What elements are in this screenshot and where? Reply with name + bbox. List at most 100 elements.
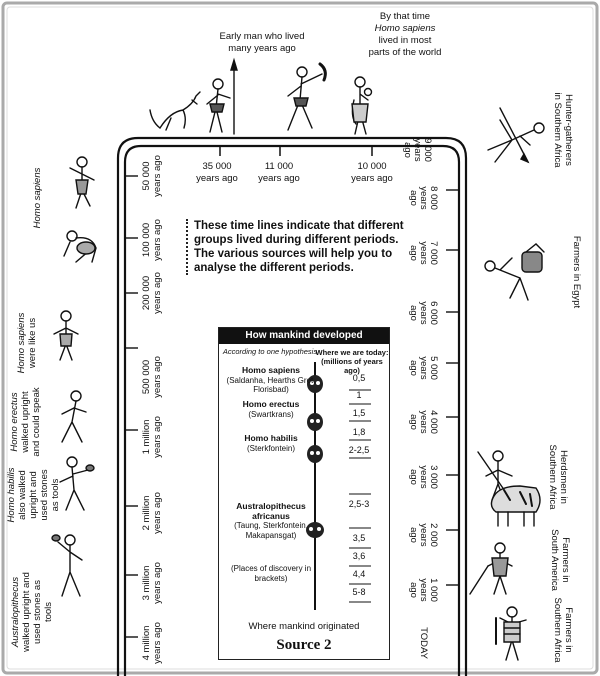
svg-text:Hunter-gatherers: Hunter-gatherers xyxy=(563,94,574,166)
svg-text:Homo sapiens: Homo sapiens xyxy=(16,312,27,373)
southern-africa-farmer-figure xyxy=(495,606,527,661)
left-caption-homo-sapiens-like-us: Homo sapiens were like us xyxy=(16,312,38,373)
homo-sapiens-caption: By that time Homo sapiens lived in most … xyxy=(369,11,442,58)
box-places-note: (Places of discovery in brackets) xyxy=(230,564,312,583)
svg-text:upright and: upright and xyxy=(28,471,39,519)
box-group-places: (Taung, Sterkfontein, Makapansgat) xyxy=(234,521,308,540)
svg-text:walked upright and: walked upright and xyxy=(21,572,32,653)
box-value: 0,5 xyxy=(352,373,366,383)
box-millions: (millions of years ago) xyxy=(321,357,383,375)
svg-text:years: years xyxy=(418,523,429,546)
left-time-label: 3 million years ago xyxy=(141,562,163,604)
left-time-label: 200 000 years ago xyxy=(141,272,163,314)
svg-text:years: years xyxy=(418,410,429,433)
box-group-places: (Saldanha, Hearths Grot, Florisbad) xyxy=(226,375,316,395)
box-value: 5-8 xyxy=(352,587,366,597)
right-time-label: 6 000 years ago xyxy=(408,301,439,325)
svg-text:years ago: years ago xyxy=(152,356,163,398)
box-value: 4,4 xyxy=(352,569,366,579)
inner-border xyxy=(6,6,594,670)
left-caption-homo-habilis: Homo habilis also walked upright and use… xyxy=(6,467,61,522)
svg-text:3 million: 3 million xyxy=(141,566,152,601)
box-value: 3,5 xyxy=(352,533,366,543)
early-man-caption: Early man who lived many years ago xyxy=(219,31,304,54)
svg-text:years: years xyxy=(412,138,423,161)
box-group-name: Homo habilis xyxy=(244,433,298,443)
skull-icon xyxy=(306,522,324,538)
homo-sapiens-caption-line-2: Homo sapiens xyxy=(375,23,436,34)
left-time-label: 1 million years ago xyxy=(141,416,163,458)
svg-text:Southern Africa: Southern Africa xyxy=(547,445,558,511)
svg-text:years ago: years ago xyxy=(152,272,163,314)
svg-text:Homo erectus: Homo erectus xyxy=(9,392,20,451)
spear-man-figure xyxy=(206,57,238,135)
svg-text:years: years xyxy=(418,241,429,264)
right-time-label: 8 000 years ago xyxy=(408,186,439,210)
homo-habilis-figure xyxy=(59,456,95,511)
svg-text:9 000: 9 000 xyxy=(422,138,433,162)
skull-icon xyxy=(307,375,323,393)
svg-text:Australopithecus: Australopithecus xyxy=(10,577,21,648)
svg-text:Farmers in: Farmers in xyxy=(563,607,574,652)
svg-text:ago: ago xyxy=(408,245,419,261)
svg-text:years ago: years ago xyxy=(152,219,163,261)
svg-text:4 000: 4 000 xyxy=(428,410,439,434)
right-time-label: 4 000 years ago xyxy=(408,410,439,434)
right-time-label: 5 000 years ago xyxy=(408,356,439,380)
svg-text:as tools: as tools xyxy=(50,478,61,511)
svg-text:100 000: 100 000 xyxy=(141,223,152,257)
left-caption-homo-sapiens: Homo sapiens xyxy=(32,167,43,228)
svg-text:ago: ago xyxy=(402,142,413,158)
homo-sapiens-top-figure xyxy=(69,156,95,209)
left-caption-australopithecus: Australopithecus walked upright and used… xyxy=(10,572,54,653)
left-time-label: 500 000 years ago xyxy=(141,356,163,398)
svg-text:4 million: 4 million xyxy=(141,626,152,661)
left-time-label: 50 000 years ago xyxy=(141,155,163,197)
svg-text:TODAY: TODAY xyxy=(418,627,429,660)
svg-text:1 million: 1 million xyxy=(141,420,152,455)
top-time-unit: years ago xyxy=(196,173,238,184)
right-time-label: 3 000 years ago xyxy=(408,465,439,489)
box-value: 2-2,5 xyxy=(348,445,370,455)
svg-text:ago: ago xyxy=(408,414,419,430)
svg-text:years ago: years ago xyxy=(152,492,163,534)
svg-text:2 million: 2 million xyxy=(141,496,152,531)
svg-text:Farmers in: Farmers in xyxy=(560,537,571,582)
svg-text:used stones: used stones xyxy=(39,469,50,520)
svg-text:Homo habilis: Homo habilis xyxy=(6,467,17,522)
homo-sapiens-caption-line-3: lived in most xyxy=(379,35,432,46)
svg-text:years ago: years ago xyxy=(152,622,163,664)
svg-text:tools: tools xyxy=(43,602,54,622)
box-group-homo-erectus: Homo erectus (Swartkrans) xyxy=(221,399,321,419)
left-caption-homo-erectus: Homo erectus walked upright and could sp… xyxy=(9,387,42,456)
svg-text:500 000: 500 000 xyxy=(141,360,152,394)
source-label: Source 2 xyxy=(276,637,332,653)
svg-text:ago: ago xyxy=(408,469,419,485)
svg-text:years: years xyxy=(418,356,429,379)
svg-text:years ago: years ago xyxy=(152,416,163,458)
timeline-note: These time lines indicate that different… xyxy=(186,219,409,275)
svg-text:in Southern Africa: in Southern Africa xyxy=(552,93,563,169)
top-time-unit: years ago xyxy=(351,173,393,184)
timeline-frame-inner xyxy=(123,144,461,676)
club-man-figure xyxy=(287,62,327,131)
svg-text:7 000: 7 000 xyxy=(428,241,439,265)
hunter-figure xyxy=(487,107,545,164)
svg-text:ago: ago xyxy=(408,190,419,206)
svg-text:6 000: 6 000 xyxy=(428,301,439,325)
svg-text:Herdsmen in: Herdsmen in xyxy=(558,450,569,504)
right-time-label: 7 000 years ago xyxy=(408,241,439,265)
australopithecus-figure xyxy=(51,534,83,597)
svg-text:ago: ago xyxy=(408,305,419,321)
egypt-farmer-figure xyxy=(484,243,545,301)
svg-text:ago: ago xyxy=(408,582,419,598)
right-caption-hunter-gatherers: Hunter-gatherers in Southern Africa xyxy=(552,93,574,169)
top-time-number: 35 000 xyxy=(202,161,231,172)
svg-text:50 000: 50 000 xyxy=(141,161,152,190)
svg-text:3 000: 3 000 xyxy=(428,465,439,489)
box-value: 2,5-3 xyxy=(348,499,370,509)
mankind-development-box: How mankind developed According to one h… xyxy=(218,327,390,660)
svg-text:also walked: also walked xyxy=(17,470,28,520)
right-timeline-labels: 9 000 years ago 8 000 years ago 7 000 ye… xyxy=(402,138,439,659)
